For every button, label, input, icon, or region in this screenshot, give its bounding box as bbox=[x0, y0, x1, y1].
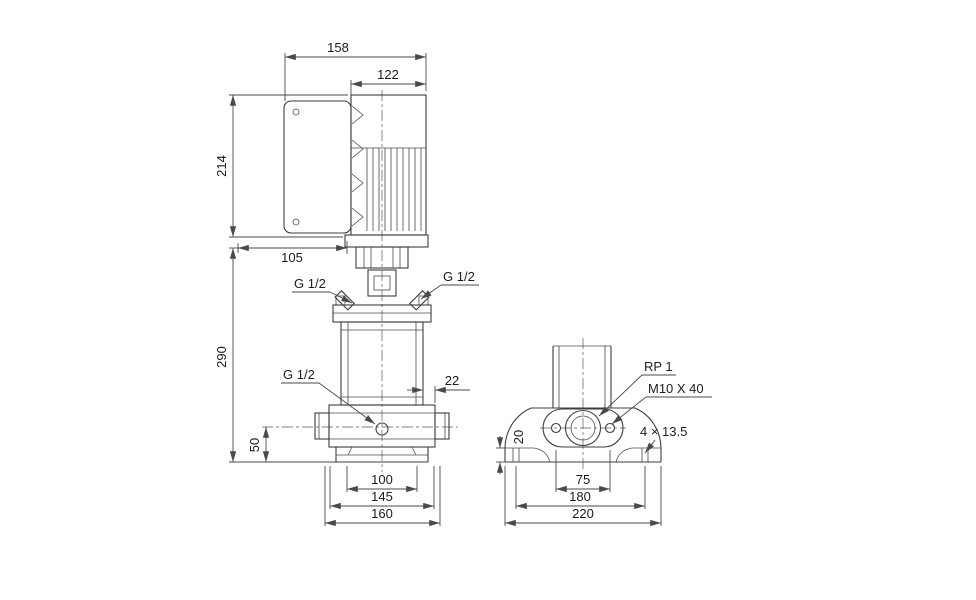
stud-bolt-label: M10 X 40 bbox=[648, 381, 704, 396]
dim-motor-width: 122 bbox=[377, 67, 399, 82]
dim-foot-height: 20 bbox=[511, 430, 526, 444]
port-label-top-right: G 1/2 bbox=[443, 269, 475, 284]
port-bore-inner bbox=[570, 415, 596, 441]
drain-plug bbox=[375, 422, 389, 436]
dimensions-front: 158 122 214 105 290 22 50 100 bbox=[214, 40, 470, 527]
dim-port-center-height: 50 bbox=[247, 438, 262, 452]
dim-base-width-end: 220 bbox=[572, 506, 594, 521]
pump-base-chamber bbox=[314, 404, 450, 448]
labels-end: RP 1 M10 X 40 4 × 13.5 bbox=[598, 359, 712, 454]
stud-hole-left bbox=[550, 422, 562, 434]
dim-port-offset: 22 bbox=[445, 373, 459, 388]
centerlines-front bbox=[262, 90, 458, 472]
motor-body bbox=[350, 94, 427, 236]
motor-casting-chevrons bbox=[351, 105, 364, 227]
motor-terminal-box bbox=[283, 100, 352, 234]
port-labels-front: G 1/2 G 1/2 G 1/2 bbox=[281, 269, 479, 425]
terminal-box-screw-icon bbox=[292, 108, 300, 116]
port-bore-outer bbox=[564, 409, 602, 447]
dim-base-width-mid: 145 bbox=[371, 489, 393, 504]
column-end-view bbox=[552, 345, 612, 408]
dimensions-end: 20 75 180 220 bbox=[496, 430, 662, 527]
dim-foot-hole-spacing: 180 bbox=[569, 489, 591, 504]
stud-hole-right bbox=[604, 422, 616, 434]
connection-label: RP 1 bbox=[644, 359, 673, 374]
motor-flange bbox=[344, 234, 429, 248]
coupling-housing bbox=[355, 246, 409, 297]
suction-port bbox=[314, 412, 330, 440]
discharge-port bbox=[434, 412, 450, 440]
terminal-box-screw-icon bbox=[292, 218, 300, 226]
dim-base-width-inner: 100 bbox=[371, 472, 393, 487]
port-label-drain: G 1/2 bbox=[283, 367, 315, 382]
pump-feet-front bbox=[335, 446, 429, 463]
port-flange bbox=[542, 408, 624, 448]
motor-fins bbox=[366, 148, 422, 231]
dim-total-width: 158 bbox=[327, 40, 349, 55]
base-end-view bbox=[504, 407, 662, 463]
dim-base-width-outer: 160 bbox=[371, 506, 393, 521]
centerlines-end bbox=[540, 338, 626, 470]
front-view bbox=[262, 90, 458, 472]
dim-port-bolt-spacing: 75 bbox=[576, 472, 590, 487]
dim-flange-depth: 105 bbox=[281, 250, 303, 265]
dim-motor-height: 214 bbox=[214, 155, 229, 177]
foot-holes-label: 4 × 13.5 bbox=[640, 424, 687, 439]
foot-bolt-slots bbox=[512, 448, 649, 462]
port-label-top-left: G 1/2 bbox=[294, 276, 326, 291]
end-view bbox=[504, 338, 662, 470]
dim-pump-height: 290 bbox=[214, 346, 229, 368]
